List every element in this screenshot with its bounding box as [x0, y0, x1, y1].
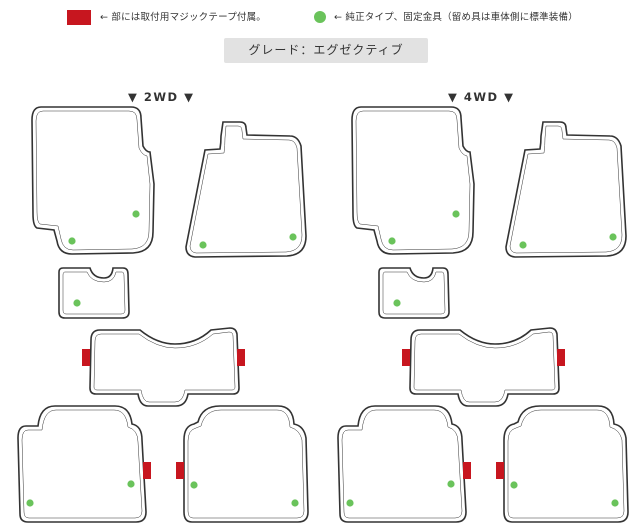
- grade-badge: グレード：エグゼクティブ: [224, 38, 428, 63]
- legend: ← 部には取付用マジックテープ付属。 ← 純正タイプ、固定金具（留め具は車体側に…: [0, 8, 640, 30]
- tape-swatch-icon: [67, 10, 91, 25]
- clip-dot-icon: [314, 11, 326, 23]
- drive-label-4wd: ▼ 4WD ▼: [448, 90, 515, 104]
- drive-label-2wd: ▼ 2WD ▼: [128, 90, 195, 104]
- mat-set-4wd: [337, 106, 629, 523]
- clip-legend-text: ← 純正タイプ、固定金具（留め具は車体側に標準装備）: [334, 12, 578, 23]
- tape-legend-text: ← 部には取付用マジックテープ付属。: [100, 12, 267, 23]
- mat-set-2wd: [17, 106, 309, 523]
